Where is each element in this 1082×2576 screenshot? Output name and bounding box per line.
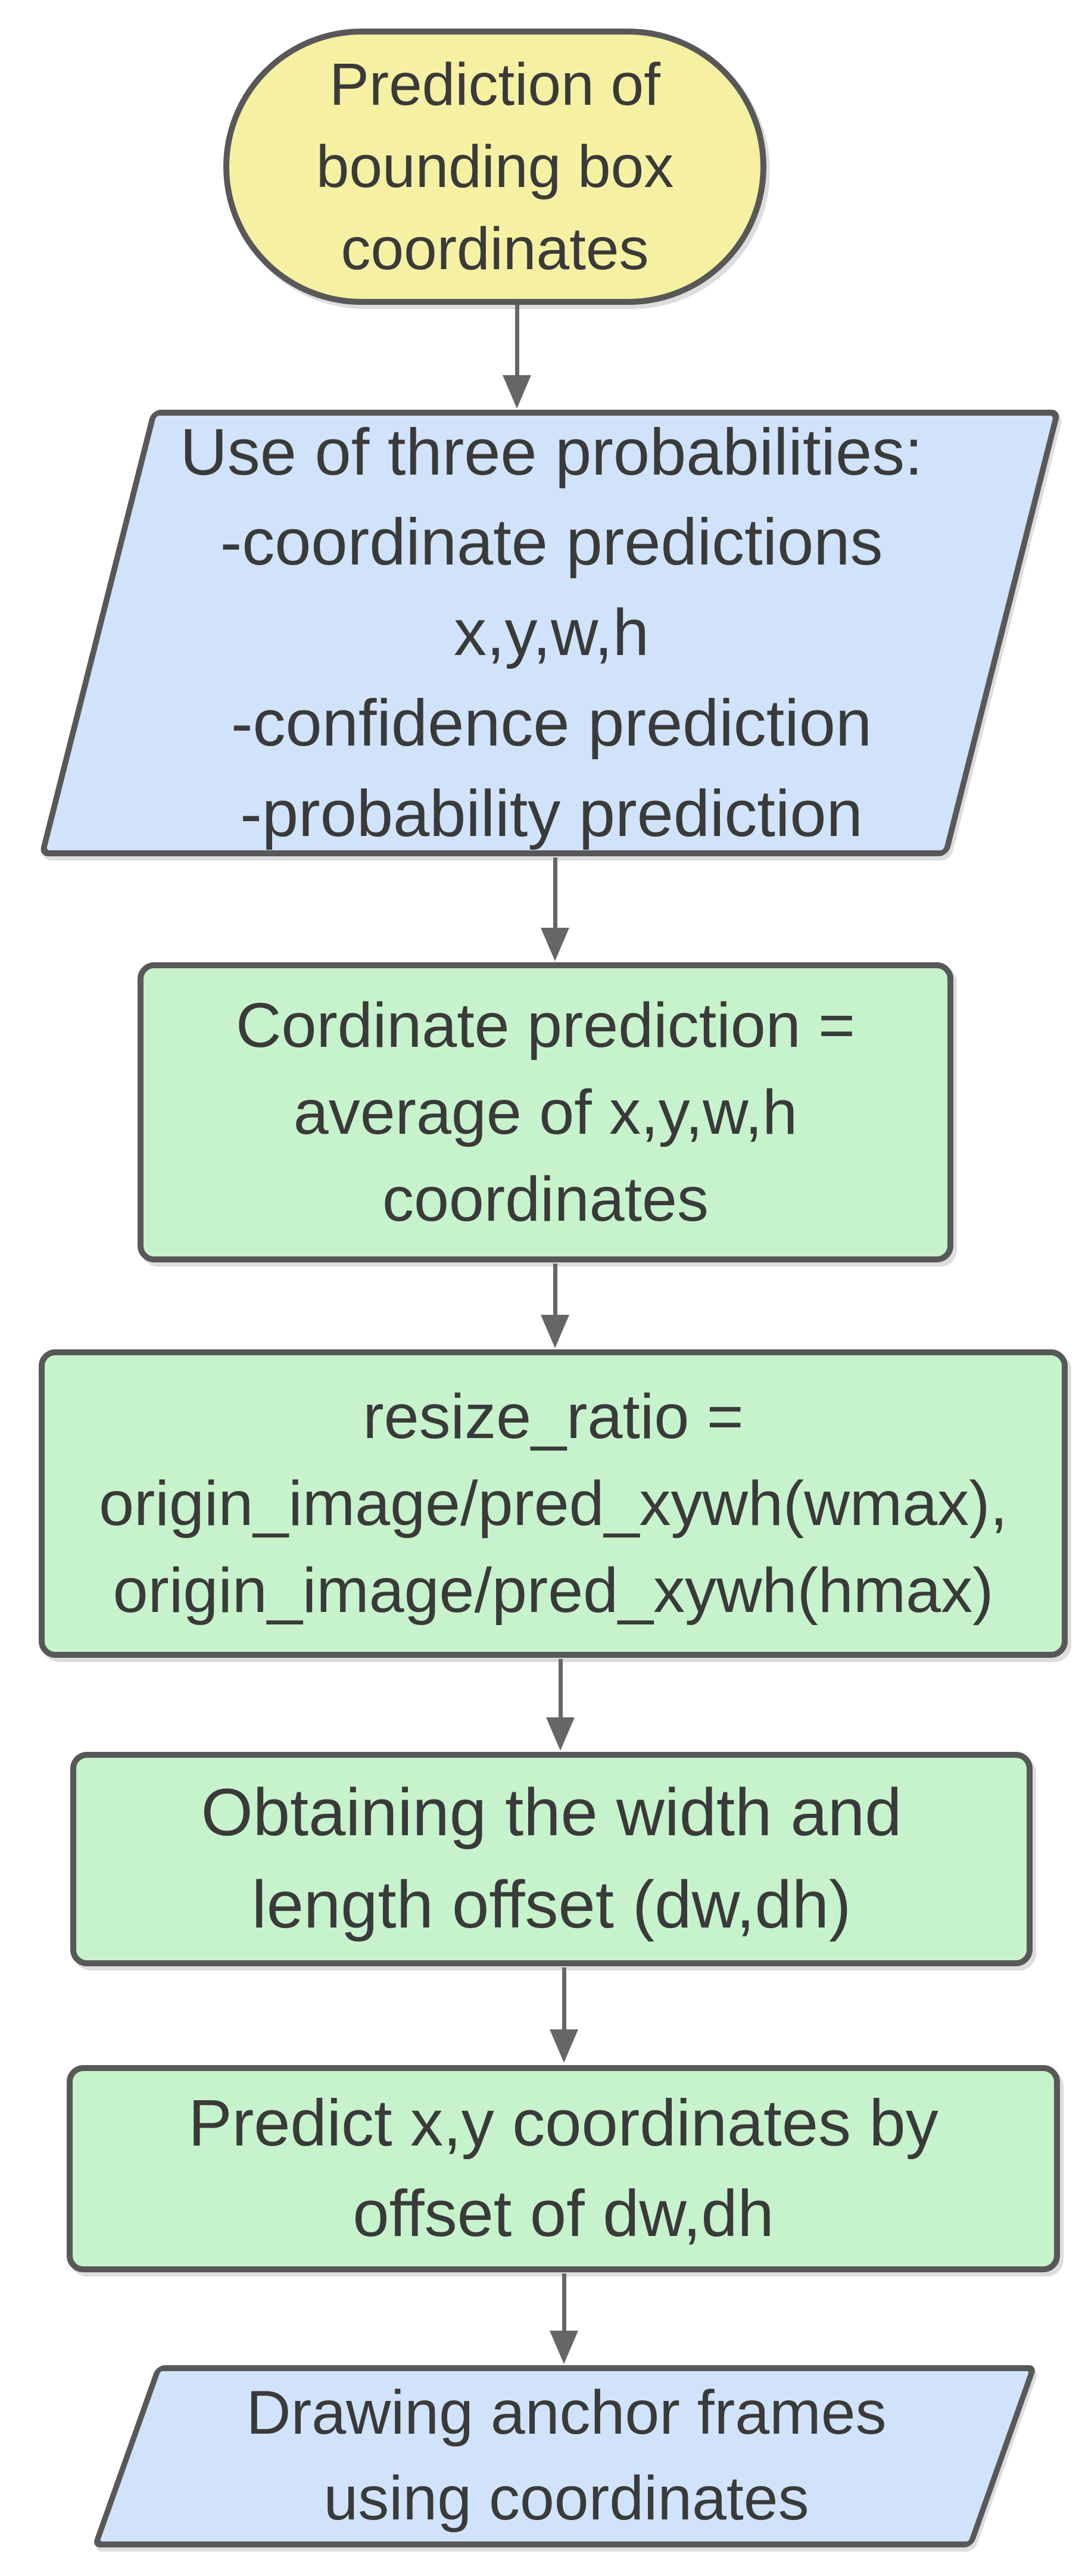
arrow-head-icon (550, 2331, 578, 2364)
arrow-shaft (515, 305, 519, 375)
connector-start-to-probabilities (503, 305, 531, 408)
node-draw-anchor-frames-text: Drawing anchor frames using coordinates (246, 2378, 887, 2533)
arrow-head-icon (546, 1717, 575, 1751)
node-width-length-offset: Obtaining the width and length offset (d… (70, 1752, 1033, 1966)
connector-probabilities-to-coordinate (541, 857, 569, 961)
node-input-probabilities: Use of three probabilities: -coordinate … (39, 410, 1061, 856)
node-predict-xy: Predict x,y coordinates by offset of dw,… (67, 2065, 1060, 2272)
arrow-head-icon (550, 2029, 578, 2063)
node-start-text: Prediction of bounding box coordinates (316, 51, 674, 282)
node-width-length-offset-text: Obtaining the width and length offset (d… (201, 1775, 902, 1942)
connector-resize-to-offset (546, 1659, 575, 1751)
connector-predict-to-draw (550, 2274, 578, 2364)
connector-offset-to-predict (550, 1967, 578, 2063)
arrow-shaft (558, 1659, 563, 1717)
node-coordinate-prediction: Cordinate prediction = average of x,y,w,… (138, 962, 953, 1262)
node-predict-xy-text: Predict x,y coordinates by offset of dw,… (188, 2087, 938, 2250)
arrow-shaft (553, 1264, 557, 1315)
arrow-head-icon (541, 928, 569, 961)
arrow-shaft (562, 2274, 566, 2331)
node-resize-ratio-text: resize_ratio = origin_image/pred_xywh(wm… (99, 1381, 1008, 1626)
node-input-probabilities-text: Use of three probabilities: -coordinate … (180, 415, 923, 850)
node-draw-anchor-frames: Drawing anchor frames using coordinates (92, 2365, 1037, 2547)
node-resize-ratio: resize_ratio = origin_image/pred_xywh(wm… (39, 1349, 1068, 1658)
arrow-shaft (553, 857, 557, 928)
arrow-shaft (562, 1967, 566, 2029)
connector-coordinate-to-resize (541, 1264, 569, 1348)
arrow-head-icon (503, 375, 531, 408)
arrow-head-icon (541, 1315, 569, 1348)
node-start: Prediction of bounding box coordinates (223, 29, 766, 305)
node-coordinate-prediction-text: Cordinate prediction = average of x,y,w,… (235, 990, 856, 1235)
